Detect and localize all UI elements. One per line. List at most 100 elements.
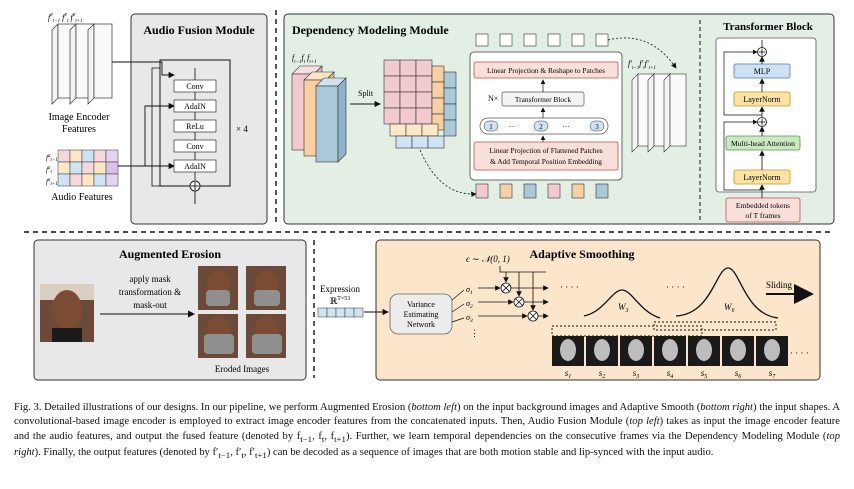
caption-sub-6: t+1 [254,450,267,461]
sigma-3: σ3 [466,313,473,324]
caption-part-3: ) the input shapes. A convolutional-base… [14,402,840,428]
cube-to-patches-arrow [419,149,477,198]
audio-features-label: Audio Features [51,192,112,203]
audio-label-row-2: fat [46,166,52,175]
layer-relu: ReLu [186,122,204,131]
token-2: 2 [539,123,543,131]
patches-to-output-arrow [607,37,677,69]
audio-label-row-3: fat+1 [46,178,58,187]
embedded-tokens-label-2: of T frames [745,211,780,220]
frame-face-2 [594,339,610,361]
layernorm-label-bottom: LayerNorm [743,173,781,182]
frame-label-s3: s3 [633,368,640,380]
audio-features-grid [57,149,119,187]
erosion-panel: Augmented Erosion apply mask transformat… [33,239,307,381]
frame-label-s2: s2 [599,368,606,380]
figure-caption: Fig. 3. Detailed illustrations of our de… [14,401,840,463]
audio-label-row-1: fat−1 [46,154,58,163]
expression-vector [317,307,364,318]
caption-sep-3: , f′ [230,447,242,459]
mlp-label: MLP [754,67,771,76]
dependency-output-stack [631,73,687,153]
dependency-title: Dependency Modeling Module [292,23,449,37]
linear-projection-bottom-label-2: & Add Temporal Position Embedding [490,157,602,166]
caption-sub-4: t−1 [218,450,231,461]
frame-face-1 [560,339,576,361]
image-encoder-features [51,23,113,105]
smoothing-title: Adaptive Smoothing [529,247,634,261]
caption-part-2: ) on the input background images and Ada… [457,402,701,413]
embedded-tokens-label-1: Embedded tokens [736,201,790,210]
n-times-label: N× [488,94,498,103]
frame-label-s4: s4 [667,368,674,380]
sigma-1: σ1 [466,285,473,296]
expression-label: Expression [320,284,360,294]
caption-italic-1: bottom left [411,402,458,413]
linear-projection-top [473,61,619,79]
caption-sub-1: t−1 [300,433,313,444]
frame-labels: fet−1 fet fet+1 [48,12,83,24]
eroded-images [198,266,286,358]
frame-face-5 [696,339,712,361]
layer-adain-2: AdaIN [184,162,206,171]
window-brackets [551,321,777,337]
caption-italic-2: bottom right [700,402,753,413]
frame-face-6 [730,339,746,361]
fusion-add-node [151,67,201,204]
transformer-panel: Transformer Block MLP LayerNorm Multi-he… [708,16,832,223]
caption-part-1: Fig. 3. Detailed illustrations of our de… [14,402,412,413]
sigma-vdots: ⋮ [470,328,479,338]
frame-face-4 [662,339,678,361]
frame-label-s7: s7 [769,368,777,380]
top-output-patches [475,33,609,47]
eroded-images-label: Eroded Images [215,364,270,374]
epsilon-label: ϵ ∼ 𝒩(0, 1) [466,254,510,264]
caption-sep-1: , f [312,430,322,442]
token-dots-2: ··· [563,123,570,131]
layer-adain-1: AdaIN [184,102,206,111]
image-encoder-label-1: Image Encoder [49,112,110,123]
apply-label-1: apply mask [129,274,171,284]
sliding-label: Sliding [766,280,793,290]
frame-label-s5: s5 [701,368,708,380]
embedded-tokens-box [725,197,801,223]
caption-sub-3: t+1 [334,433,346,444]
attention-box [725,135,801,151]
trailing-dots: · · · · [790,348,809,358]
dots-middle: · · · · [666,282,685,292]
linear-projection-bottom [473,141,619,171]
caption-italic-3: top left [629,416,660,428]
caption-sep-2: , f [324,430,335,442]
frame-face-3 [628,339,644,361]
layernorm-label-top: LayerNorm [743,95,781,104]
bottom-input-patches [475,183,609,199]
dependency-input-stack [291,65,347,163]
apply-label-2: transformation & [119,287,181,297]
multiply-node-3 [527,310,539,322]
variance-label-1: Variance [407,300,435,309]
caption-sub-2: t [321,433,325,444]
token-dots-1: ··· [509,123,516,131]
variance-label-3: Network [407,320,435,329]
layer-conv-1: Conv [186,82,203,91]
audio-fusion-panel: Audio Fusion Module fet−1 fet fet+1 Imag… [46,12,268,225]
erosion-title: Augmented Erosion [119,247,221,261]
diagram-canvas: Audio Fusion Module fet−1 fet fet+1 Imag… [24,10,835,381]
token-3: 3 [595,123,599,131]
caption-italic-4: top right [14,430,840,459]
multiply-node-1 [500,282,512,294]
gaussian-w3 [583,289,661,319]
linear-projection-top-label: Linear Projection & Reshape to Patches [487,66,605,75]
audio-fusion-title: Audio Fusion Module [143,23,255,37]
input-face-photo [40,284,94,342]
frame-strip [552,336,788,366]
token-1: 1 [489,123,493,131]
caption-part-6: ). Finally, the output features (denoted… [34,447,219,459]
patch-cube [383,59,457,149]
caption-part-5: ). Further, we learn temporal dependenci… [345,430,827,442]
transformer-title: Transformer Block [723,21,814,33]
caption-part-4: ) takes as input the image encoder featu… [14,416,840,442]
image-encoder-label-2: Features [62,124,96,135]
w3-label: W3 [618,302,629,314]
